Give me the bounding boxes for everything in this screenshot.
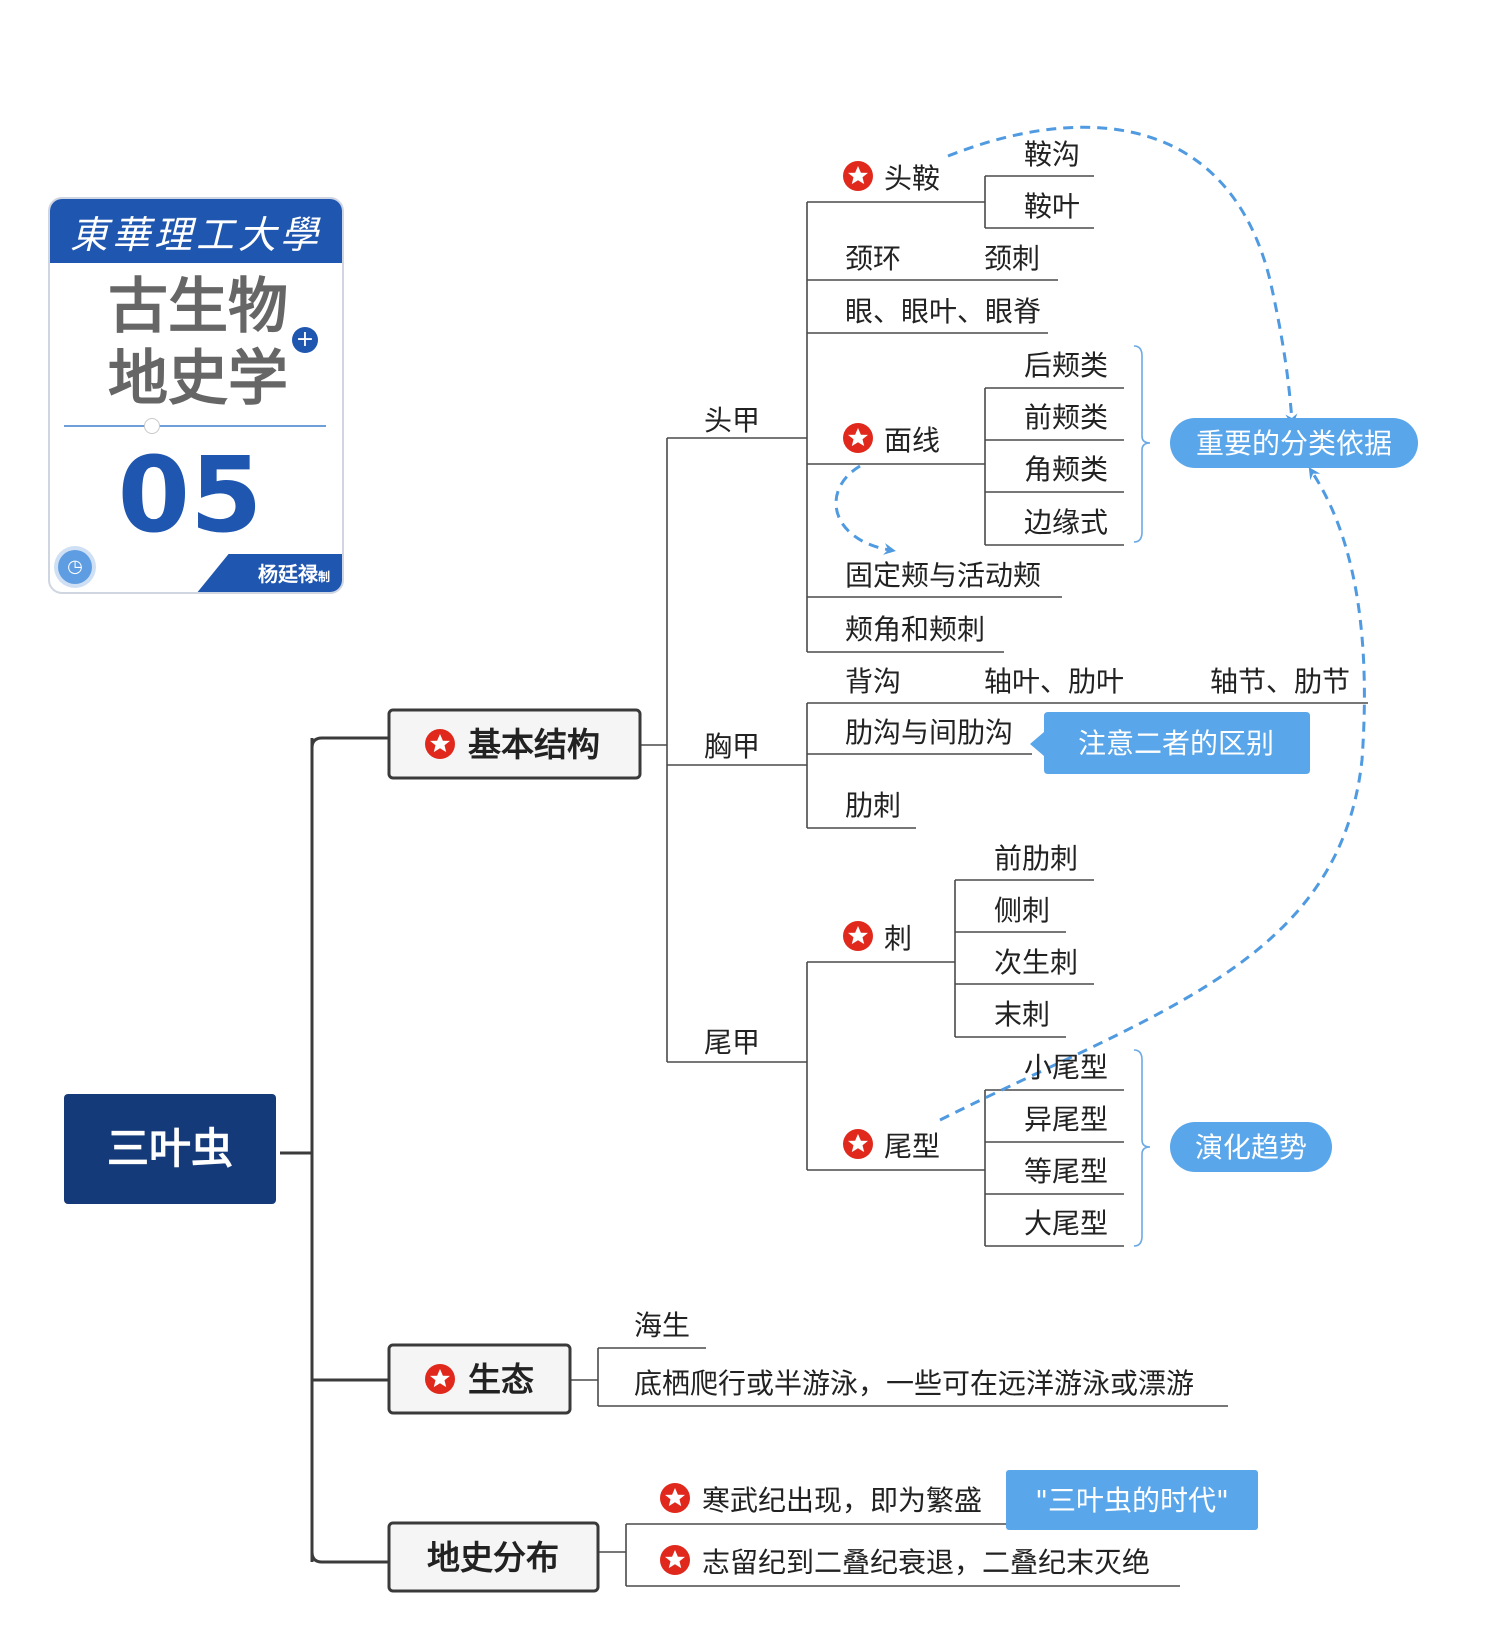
callout-classification-label: 重要的分类依据	[1196, 427, 1392, 460]
root-node[interactable]: 三叶虫	[64, 1094, 276, 1204]
author-credit: 杨廷禄制	[258, 558, 330, 587]
link-distribution	[310, 1551, 389, 1564]
root-label: 三叶虫	[107, 1124, 233, 1173]
star-icon	[843, 423, 873, 453]
link-structure	[310, 736, 389, 749]
relation-arrows	[834, 125, 1366, 1122]
callout-era[interactable]: "三叶虫的时代"	[1006, 1470, 1258, 1530]
star-icon	[843, 1129, 873, 1159]
node-suture-type-3[interactable]: 角颊类	[1024, 453, 1108, 486]
node-head[interactable]: 头甲	[704, 404, 760, 437]
node-suture-type-1[interactable]: 后颊类	[1024, 349, 1108, 382]
lecture-number: 05	[117, 434, 263, 556]
school-name: 東華理工大學	[69, 212, 322, 257]
node-cranidium-part-1[interactable]: 鞍沟	[1024, 138, 1080, 171]
callout-era-label: "三叶虫的时代"	[1035, 1484, 1229, 1517]
node-thorax[interactable]: 胸甲	[704, 730, 760, 763]
callout-difference[interactable]: 注意二者的区别	[1030, 712, 1310, 774]
node-neck-ring[interactable]: 颈环	[845, 242, 901, 275]
arrow-suture-to-cheeks	[834, 464, 896, 555]
node-tail-type-2[interactable]: 异尾型	[1024, 1103, 1108, 1136]
plus-icon: +	[292, 327, 318, 353]
summary-brackets	[1133, 345, 1151, 1247]
node-cheeks[interactable]: 固定颊与活动颊	[845, 559, 1041, 592]
connector-lines	[280, 736, 389, 1564]
clock-icon: ◷	[58, 550, 92, 584]
node-tail-type[interactable]: 尾型	[884, 1130, 940, 1163]
node-eye[interactable]: 眼、眼叶、眼脊	[845, 295, 1041, 328]
callout-evolution-label: 演化趋势	[1195, 1131, 1307, 1164]
node-tail-type-3[interactable]: 等尾型	[1024, 1155, 1108, 1188]
star-icon	[425, 1364, 455, 1394]
arrow-tail-to-classification	[939, 466, 1366, 1122]
node-genal[interactable]: 颊角和颊刺	[845, 613, 985, 646]
detail-lines	[570, 175, 1368, 1587]
arrow-cranidium-to-classification	[947, 125, 1298, 426]
node-suture-type-4[interactable]: 边缘式	[1024, 506, 1108, 539]
branch-structure-label: 基本结构	[468, 725, 600, 764]
callout-difference-label: 注意二者的区别	[1078, 727, 1274, 760]
node-dorsal-furrow[interactable]: 背沟	[845, 665, 901, 698]
node-spines[interactable]: 刺	[884, 922, 912, 955]
node-cranidium-part-2[interactable]: 鞍叶	[1024, 190, 1080, 223]
node-spine-type-4[interactable]: 末刺	[994, 998, 1050, 1031]
callout-classification[interactable]: 重要的分类依据	[1170, 418, 1418, 468]
branch-ecology-node[interactable]: 生态	[387, 1343, 572, 1415]
star-icon	[660, 1483, 690, 1513]
logo-school-band: 東華理工大學	[50, 199, 342, 263]
branch-distribution-node[interactable]: 地史分布	[387, 1521, 600, 1593]
branch-ecology-label: 生态	[468, 1360, 534, 1399]
author-suffix: 制	[317, 570, 330, 584]
star-icon	[425, 729, 455, 759]
node-tail-type-4[interactable]: 大尾型	[1024, 1207, 1108, 1240]
star-icon	[843, 161, 873, 191]
node-furrows[interactable]: 肋沟与间肋沟	[845, 716, 1013, 749]
author-name: 杨廷禄	[257, 562, 318, 586]
node-pleural-spine[interactable]: 肋刺	[845, 789, 901, 822]
node-marine[interactable]: 海生	[634, 1309, 690, 1342]
node-spine-type-3[interactable]: 次生刺	[994, 946, 1078, 979]
callout-evolution[interactable]: 演化趋势	[1170, 1122, 1332, 1172]
node-axial-ring[interactable]: 轴节、肋节	[1210, 665, 1350, 698]
node-pygidium[interactable]: 尾甲	[704, 1026, 760, 1059]
node-spine-type-1[interactable]: 前肋刺	[994, 842, 1078, 875]
node-cranidium[interactable]: 头鞍	[884, 162, 940, 195]
node-suture-type-2[interactable]: 前颊类	[1024, 401, 1108, 434]
star-icon	[843, 921, 873, 951]
node-suture[interactable]: 面线	[884, 424, 940, 457]
divider-dot	[144, 418, 160, 434]
node-cambrian[interactable]: 寒武纪出现，即为繁盛	[702, 1484, 982, 1517]
node-neck-spine[interactable]: 颈刺	[984, 242, 1040, 275]
node-decline[interactable]: 志留纪到二叠纪衰退，二叠纪末灭绝	[702, 1546, 1150, 1579]
branch-distribution-label: 地史分布	[427, 1538, 559, 1577]
node-tail-type-1[interactable]: 小尾型	[1024, 1051, 1108, 1084]
node-axial-lobe[interactable]: 轴叶、肋叶	[984, 665, 1124, 698]
branch-structure-node[interactable]: 基本结构	[387, 708, 642, 780]
course-logo-card: 東華理工大學 古生物地史学 + 05 ◷ 杨廷禄制	[48, 197, 344, 594]
star-icon	[660, 1545, 690, 1575]
logo-divider	[64, 425, 326, 427]
node-habit[interactable]: 底栖爬行或半游泳，一些可在远洋游泳或漂游	[634, 1367, 1194, 1400]
course-title: 古生物地史学	[108, 272, 288, 414]
node-spine-type-2[interactable]: 侧刺	[994, 894, 1050, 927]
